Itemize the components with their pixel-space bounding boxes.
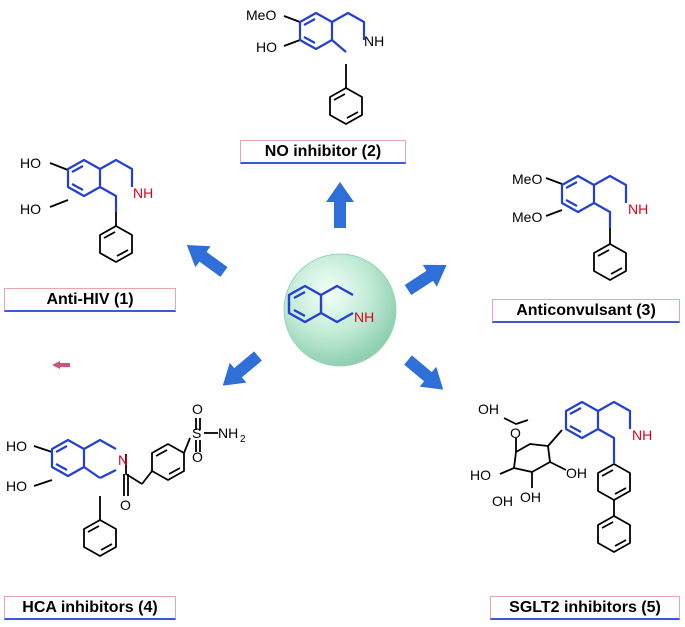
arrows: [52, 182, 447, 390]
c5-group-3: HO: [470, 467, 491, 483]
center-scaffold: NH: [283, 253, 397, 367]
c5-group-5: OH: [520, 489, 541, 505]
c1-group-1: HO: [20, 155, 41, 171]
c5-group-4: OH: [492, 493, 513, 509]
compound-1-structure: HO HO NH: [20, 155, 153, 263]
center-nh-label: NH: [354, 309, 374, 325]
c5-group-2: O: [510, 425, 521, 441]
c4-group-3: N: [118, 452, 128, 468]
c2-group-3: NH: [364, 33, 384, 49]
c5-group-7: NH: [632, 427, 652, 443]
c2-group-1: MeO: [246, 7, 276, 23]
c1-group-2: HO: [20, 201, 41, 217]
c3-group-3: NH: [628, 201, 648, 217]
arrow-up-left: [186, 244, 228, 277]
arrow-down-right: [404, 355, 444, 390]
c1-group-3: NH: [133, 185, 153, 201]
c4-group-8: NH: [218, 425, 238, 441]
compound-2-structure: MeO HO NH: [246, 7, 384, 125]
c4-group-2: HO: [6, 478, 27, 494]
compound-5-label: SGLT2 inhibitors (5): [490, 596, 680, 620]
compound-4-label: HCA inhibitors (4): [4, 596, 176, 620]
c3-group-1: MeO: [512, 171, 542, 187]
arrow-up-right: [404, 264, 447, 296]
c2-group-2: HO: [256, 39, 277, 55]
c5-group-6: OH: [566, 465, 587, 481]
center-sphere: [283, 253, 397, 367]
c3-group-2: MeO: [512, 209, 542, 225]
small-arrow-mark: [52, 361, 70, 369]
c4-group-6: O: [192, 401, 203, 417]
compound-5-structure: OH O HO OH OH OH NH: [470, 400, 652, 553]
c4-group-9: 2: [240, 434, 246, 445]
arrow-down-left: [222, 351, 262, 386]
c5-group-1: OH: [478, 401, 499, 417]
compound-3-structure: MeO MeO NH: [512, 171, 648, 281]
compound-4-structure: HO HO N O S O O NH 2: [6, 401, 246, 557]
compound-2-label: NO inhibitor (2): [240, 140, 406, 164]
compound-1-label: Anti-HIV (1): [4, 288, 176, 312]
c4-group-4: O: [120, 497, 131, 513]
compound-3-label: Anticonvulsant (3): [492, 299, 680, 323]
c4-group-7: O: [192, 449, 203, 465]
arrow-up: [326, 182, 354, 228]
c4-group-1: HO: [6, 438, 27, 454]
c4-group-5: S: [192, 425, 201, 441]
